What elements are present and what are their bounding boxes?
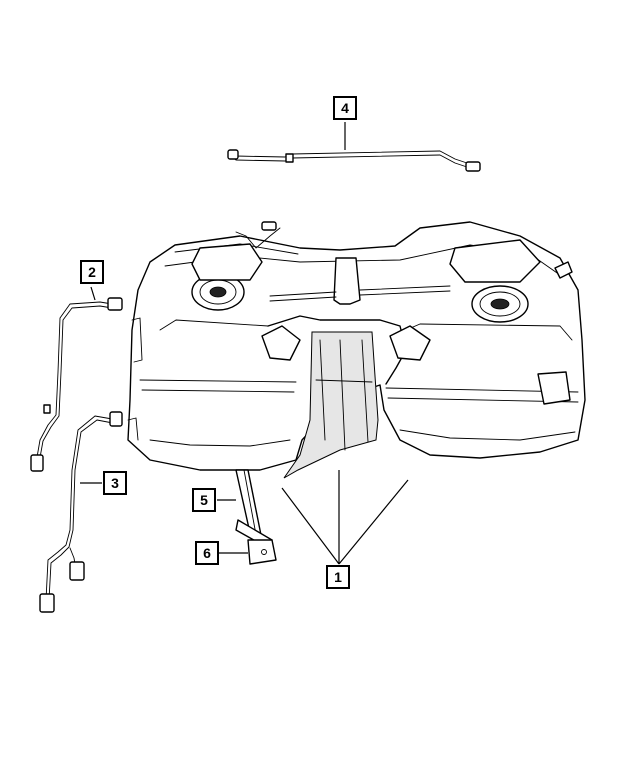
part-1-fuel-tank [127, 221, 586, 565]
callout-5: 5 [192, 488, 216, 512]
svg-text:5: 5 [200, 492, 208, 508]
part-5-tank-strap [217, 469, 273, 549]
part-4-fuel-line [227, 122, 481, 172]
svg-text:4: 4 [341, 100, 349, 116]
svg-text:1: 1 [334, 569, 342, 585]
part-3-wiring-harness [39, 411, 123, 613]
part-2-wiring-harness [30, 286, 123, 472]
svg-text:3: 3 [111, 475, 119, 491]
callout-3: 3 [103, 471, 127, 495]
part-6-strap-bracket [219, 539, 277, 565]
callout-1: 1 [326, 565, 350, 589]
svg-text:6: 6 [203, 545, 211, 561]
callout-2: 2 [80, 260, 104, 284]
callout-4: 4 [333, 96, 357, 120]
callout-6: 6 [195, 541, 219, 565]
svg-text:2: 2 [88, 264, 96, 280]
